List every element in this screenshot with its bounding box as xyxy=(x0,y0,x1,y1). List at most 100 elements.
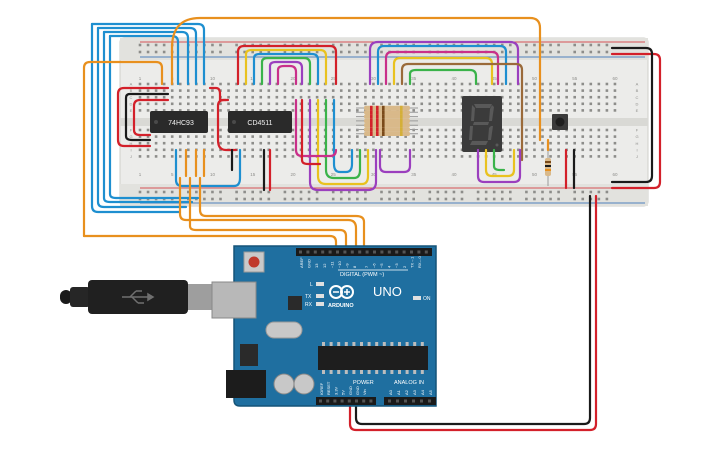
row-label: E xyxy=(636,108,639,113)
column-label: 25 xyxy=(331,76,337,81)
row-label: G xyxy=(129,134,132,139)
chip-notch xyxy=(232,120,236,124)
row-label: D xyxy=(636,101,639,106)
led-tx-label: TX xyxy=(305,294,312,300)
power-pin-label: GND xyxy=(348,386,353,395)
digital-pin-label: ~10 xyxy=(337,260,342,268)
digital-pin-label: 8 xyxy=(352,265,357,268)
row-label: I xyxy=(636,147,637,152)
column-label: 60 xyxy=(612,172,618,177)
column-label: 55 xyxy=(572,76,578,81)
digital-pin-label: 12 xyxy=(322,263,327,268)
power-jack xyxy=(226,370,266,398)
column-label: 30 xyxy=(371,172,377,177)
chip-74hc93[interactable]: 74HC93 xyxy=(150,111,208,133)
analog-header xyxy=(384,397,436,405)
power-pin-label: Vin xyxy=(362,389,367,395)
chip-label: 74HC93 xyxy=(168,120,194,127)
push-button[interactable] xyxy=(552,114,568,130)
power-pin-label: GND xyxy=(355,386,360,395)
row-label: H xyxy=(636,141,639,146)
column-label: 20 xyxy=(290,172,296,177)
column-label: 50 xyxy=(532,76,538,81)
row-label: I xyxy=(130,147,131,152)
crystal xyxy=(265,321,303,339)
cable-end xyxy=(60,290,72,304)
power-pin-label: IOREF xyxy=(319,382,324,395)
resistor[interactable] xyxy=(356,105,418,111)
resistor[interactable] xyxy=(356,127,418,132)
analog-pin-label: A0 xyxy=(388,389,393,395)
column-label: 35 xyxy=(411,172,417,177)
led-rx-label: RX xyxy=(305,302,313,308)
resistor[interactable] xyxy=(356,131,418,136)
row-label: C xyxy=(636,95,639,100)
column-label: 40 xyxy=(451,172,457,177)
digital-pin-label: RX←0 xyxy=(417,255,422,268)
arduino-model: UNO xyxy=(373,284,402,299)
digital-pin-label: 13 xyxy=(314,263,319,268)
row-label: A xyxy=(636,82,639,87)
column-label: 20 xyxy=(290,76,296,81)
arduino-logo-icon xyxy=(329,285,354,299)
wires xyxy=(82,16,662,432)
seven-segment-display[interactable]: 8 xyxy=(462,96,502,152)
row-label: E xyxy=(130,108,133,113)
usb-icon xyxy=(122,290,155,304)
column-labels: 1155101015152020252530303535404045455050… xyxy=(139,76,618,177)
power-header xyxy=(316,397,376,405)
column-label: 10 xyxy=(210,172,216,177)
button-cap xyxy=(555,117,565,127)
column-label: 35 xyxy=(411,76,417,81)
resistor[interactable] xyxy=(356,110,418,115)
resistor[interactable] xyxy=(356,123,418,128)
row-label: A xyxy=(130,82,133,87)
bottom-power-rail xyxy=(120,184,648,206)
row-label: D xyxy=(130,101,133,106)
digital-pin-label: 2 xyxy=(402,265,407,268)
row-label: C xyxy=(130,95,133,100)
digital-pin-label: GND xyxy=(307,259,312,268)
analog-label: ANALOG IN xyxy=(394,380,424,386)
resistor[interactable] xyxy=(356,118,418,124)
column-label: 30 xyxy=(371,76,377,81)
usb-cable[interactable] xyxy=(60,280,214,314)
row-label: F xyxy=(636,128,639,133)
power-pin-label: RESET xyxy=(326,381,331,395)
bottom-header-holes xyxy=(319,399,431,403)
chip-cd4511[interactable]: CD4511 xyxy=(228,111,292,133)
digital-pin-label: 7 xyxy=(364,265,369,268)
arduino-brand: ARDUINO xyxy=(328,303,354,309)
digital-pin-label: ~11 xyxy=(329,261,334,268)
row-label: B xyxy=(636,88,639,93)
power-pin-label: 3.3V xyxy=(333,386,338,395)
analog-pin-label: A4 xyxy=(420,389,425,395)
digital-label: DIGITAL (PWM ~) xyxy=(340,272,384,278)
digital-header-holes xyxy=(299,250,428,254)
resistor[interactable] xyxy=(356,114,418,119)
led-tx xyxy=(316,294,324,298)
reset-button-cap xyxy=(248,256,260,268)
capacitor-2 xyxy=(293,373,315,395)
cable-strain-relief xyxy=(70,287,90,307)
decimal-point xyxy=(495,143,499,147)
microcontroller xyxy=(318,346,428,370)
resistor-array[interactable] xyxy=(356,105,418,136)
power-label: POWER xyxy=(353,380,374,386)
digital-pin-label: 4 xyxy=(387,265,392,268)
analog-pin-label: A3 xyxy=(412,389,417,395)
pull-down-resistor[interactable] xyxy=(545,150,551,186)
capacitor-1 xyxy=(273,373,295,395)
led-on xyxy=(413,296,421,300)
column-label: 10 xyxy=(210,76,216,81)
on-label: ON xyxy=(423,296,431,302)
led-rx xyxy=(316,302,324,306)
row-label: J xyxy=(636,154,638,159)
digital-pin-label: ~3 xyxy=(394,263,399,268)
row-label: J xyxy=(130,154,132,159)
